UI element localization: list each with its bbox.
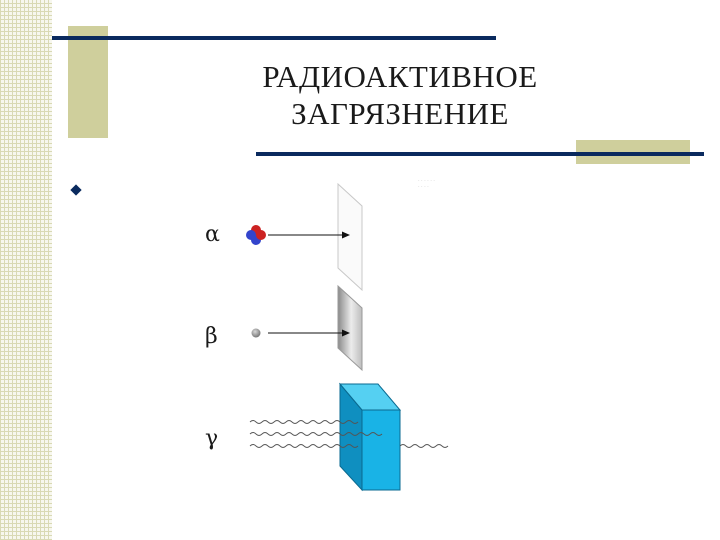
alpha-particle-icon [246, 225, 266, 245]
faint-watermark: · · · · · ·· · · · [418, 178, 435, 190]
beta-particle-icon [251, 328, 261, 338]
beta-label: β [205, 324, 218, 349]
lead-block [338, 382, 402, 492]
slide-title-line-2: ЗАГРЯЗНЕНИЕ [291, 96, 509, 131]
alpha-label: α [205, 222, 220, 247]
slide-title: РАДИОАКТИВНОЕ ЗАГРЯЗНЕНИЕ [180, 58, 620, 132]
alpha-ray-arrow [268, 231, 350, 239]
beta-ray-arrow [268, 329, 350, 337]
title-rule-bottom [256, 152, 704, 156]
aluminium-plate [337, 284, 363, 372]
decorative-grid-strip [0, 0, 52, 540]
gamma-label: γ [205, 426, 219, 451]
slide-title-line-1: РАДИОАКТИВНОЕ [262, 59, 538, 94]
title-accent-block-left [68, 26, 108, 138]
gamma-ray-waves [249, 420, 449, 448]
title-rule-top [52, 36, 496, 40]
paper-sheet [337, 182, 363, 292]
